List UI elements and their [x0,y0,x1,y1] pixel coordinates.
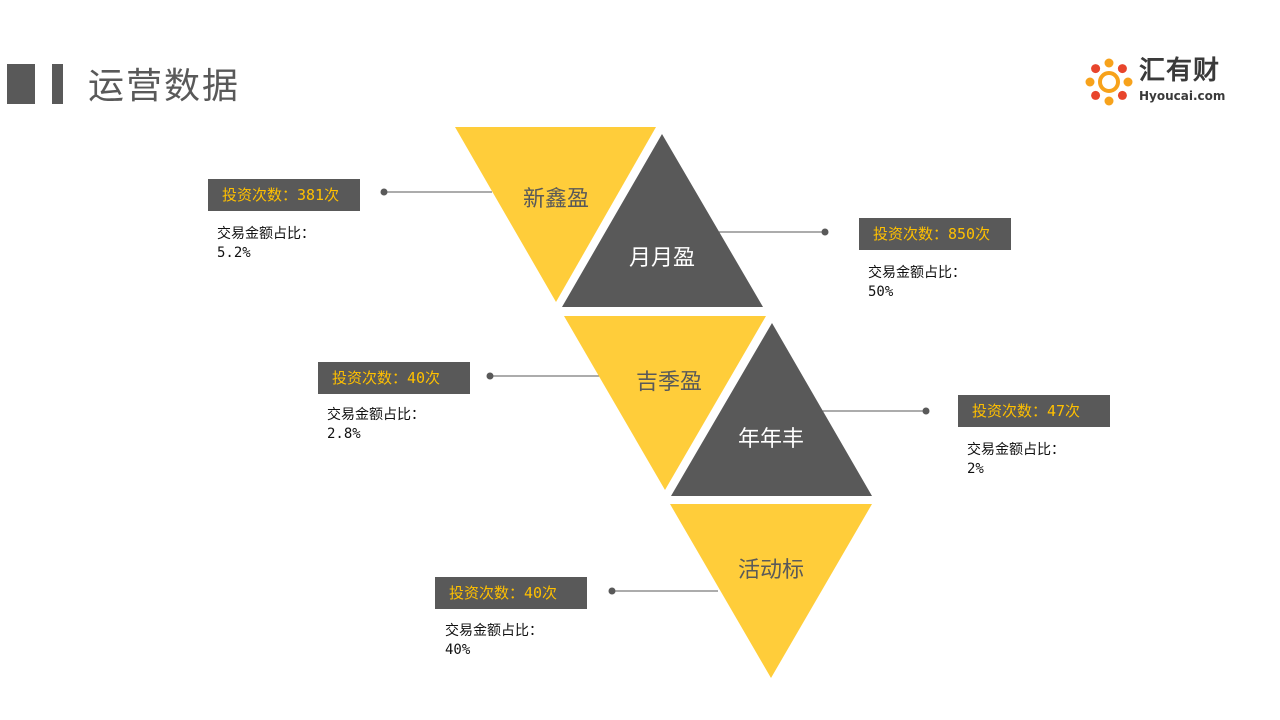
investment-count-box: 投资次数：850次 [859,218,1011,250]
share-label: 交易金额占比： [327,407,425,423]
product-name-label: 吉季盈 [635,370,702,395]
connector-dot [821,228,829,236]
share-value: 5.2% [217,245,251,261]
share-label: 交易金额占比： [445,623,543,639]
product-name-label: 月月盈 [628,246,695,271]
transaction-share: 交易金额占比： 2% [967,441,1065,479]
product-name-label: 活动标 [737,558,804,583]
share-label: 交易金额占比： [217,226,315,242]
connector-dot [486,372,494,380]
transaction-share: 交易金额占比： 2.8% [327,406,425,444]
triangle-jijiying [564,316,766,490]
triangle-xinxinying [455,127,656,302]
transaction-share: 交易金额占比： 5.2% [217,225,315,263]
share-value: 2.8% [327,426,361,442]
share-value: 50% [868,284,894,300]
connector-dot [380,188,388,196]
connector-dot [922,407,930,415]
title-bar-accent [7,64,35,104]
logo-name: 汇有财 [1139,56,1221,86]
logo: 汇有财 Hyoucai.com [1083,56,1233,108]
page-title: 运营数据 [88,66,241,107]
triangle-yueyueying [562,134,763,307]
connector-dot [608,587,616,595]
investment-count-box: 投资次数：381次 [208,179,360,211]
share-label: 交易金额占比： [868,265,966,281]
triangle-niannianfeng [671,323,872,496]
logo-url: Hyoucai.com [1139,89,1226,103]
product-name-label: 新鑫盈 [522,187,589,212]
title-bar-accent-thin [52,64,63,104]
investment-count-box: 投资次数：40次 [318,362,470,394]
share-label: 交易金额占比： [967,442,1065,458]
triangle-huodongbiao [670,504,872,678]
investment-count-box: 投资次数：40次 [435,577,587,609]
investment-count-box: 投资次数：47次 [958,395,1110,427]
share-value: 2% [967,461,984,477]
share-value: 40% [445,642,471,658]
sun-logo-icon [1085,58,1133,106]
transaction-share: 交易金额占比： 50% [868,264,966,302]
product-name-label: 年年丰 [737,427,804,452]
transaction-share: 交易金额占比： 40% [445,622,543,660]
